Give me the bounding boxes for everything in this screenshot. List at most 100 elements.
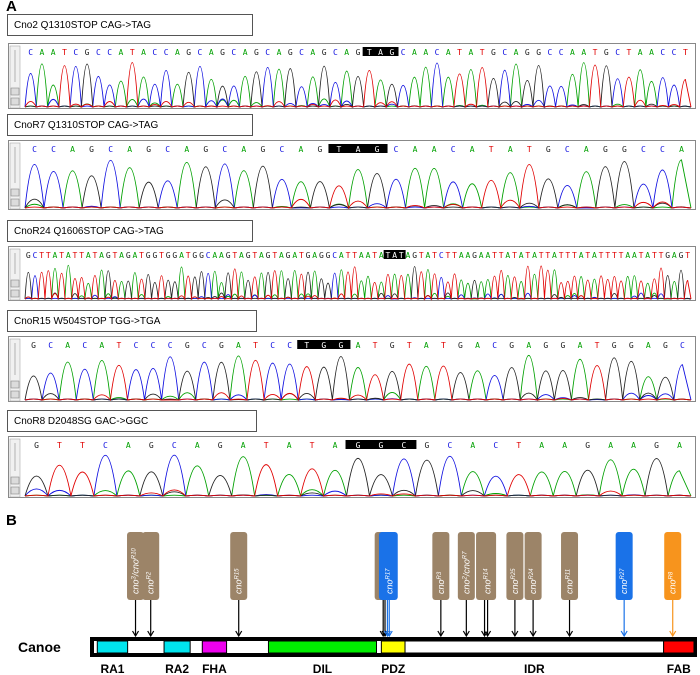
base-call: A (679, 145, 684, 154)
domain-label: DIL (313, 662, 332, 675)
seq-label-3: CnoR24 Q1606STOP CAG->TAG (7, 220, 253, 242)
mutation-highlight (345, 440, 417, 449)
trace-T (24, 464, 692, 497)
domain-idr (404, 640, 665, 654)
base-call: A (333, 441, 338, 450)
base-call: A (514, 48, 519, 57)
base-call: C (82, 341, 87, 350)
base-call: C (279, 145, 284, 154)
domain-label: RA2 (165, 662, 189, 675)
base-call: A (412, 48, 417, 57)
base-call: T (489, 145, 494, 154)
base-call: A (119, 251, 124, 260)
seq-label-1: Cno2 Q1310STOP CAG->TAG (7, 14, 253, 36)
base-call: A (552, 251, 557, 260)
mutation-highlight (297, 340, 351, 349)
base-call: G (166, 251, 171, 260)
allele-box (506, 532, 524, 600)
base-call: C (565, 145, 570, 154)
base-call: C (164, 48, 169, 57)
base-call: C (172, 441, 177, 450)
seq-label-2: CnoR7 Q1310STOP CAG->TAG (7, 114, 253, 136)
base-call: G (85, 48, 90, 57)
base-call: G (286, 251, 291, 260)
allele-box (432, 532, 450, 600)
domain-fha (201, 640, 228, 654)
base-call: A (379, 251, 384, 260)
base-call: A (406, 251, 411, 260)
zoom-out-button[interactable] (10, 390, 20, 399)
base-call: T (499, 251, 504, 260)
base-call: C (559, 48, 564, 57)
base-call: A (299, 145, 304, 154)
zoom-in-button[interactable] (10, 279, 20, 288)
base-call: C (660, 48, 665, 57)
base-call: T (80, 441, 85, 450)
base-call: A (638, 48, 643, 57)
base-call: G (585, 441, 590, 450)
base-call: T (232, 251, 237, 260)
base-call: C (672, 48, 677, 57)
zoom-in-button[interactable] (10, 87, 20, 96)
base-call: A (209, 48, 214, 57)
base-call: A (175, 48, 180, 57)
base-call: C (270, 341, 275, 350)
base-call: T (619, 251, 624, 260)
base-call: A (241, 145, 246, 154)
base-call: C (107, 48, 112, 57)
base-call: T (337, 145, 342, 154)
base-call: G (106, 251, 111, 260)
base-call: G (266, 251, 271, 260)
allele-box (524, 532, 542, 600)
base-call: T (407, 341, 412, 350)
base-call: T (652, 251, 657, 260)
base-call: C (547, 48, 552, 57)
allele-box (479, 532, 497, 600)
base-call: T (130, 48, 135, 57)
trace-C (24, 356, 692, 402)
base-call: C (198, 48, 203, 57)
base-call: T (585, 251, 590, 260)
allele-box (142, 532, 160, 600)
base-call: G (203, 145, 208, 154)
base-call: A (645, 251, 650, 260)
arrow-head (511, 630, 519, 638)
base-call: T (264, 441, 269, 450)
base-call: T (659, 251, 664, 260)
base-call: A (184, 145, 189, 154)
base-call: T (367, 48, 372, 57)
base-call: C (32, 145, 37, 154)
zoom-out-button[interactable] (10, 289, 20, 298)
allele-name: cnoR24 (528, 568, 538, 594)
zoom-out-button[interactable] (10, 198, 20, 207)
base-call: A (526, 341, 531, 350)
zoom-out-button[interactable] (10, 486, 20, 495)
base-call: A (312, 251, 317, 260)
base-call: A (40, 48, 45, 57)
base-call: G (31, 341, 36, 350)
protein-name: Canoe (18, 639, 61, 655)
base-call: G (149, 441, 154, 450)
base-call: G (146, 251, 151, 260)
zoom-in-button[interactable] (10, 188, 20, 197)
arrow-head (462, 630, 470, 638)
base-call: A (625, 251, 630, 260)
allele-name: cnoR27 (619, 568, 629, 594)
base-call: T (593, 48, 598, 57)
zoom-in-button[interactable] (10, 380, 20, 389)
allele-marker: cnoR15 (230, 532, 248, 638)
base-call: A (292, 251, 297, 260)
zoom-in-button[interactable] (10, 476, 20, 485)
zoom-out-button[interactable] (10, 97, 20, 106)
base-call: T (605, 251, 610, 260)
base-call: G (543, 341, 548, 350)
base-call: T (595, 341, 600, 350)
base-call: T (304, 341, 309, 350)
trace-controls[interactable] (9, 248, 21, 301)
base-call: A (310, 48, 315, 57)
allele-marker: cnoR11 (561, 532, 579, 638)
base-call: G (379, 441, 384, 450)
